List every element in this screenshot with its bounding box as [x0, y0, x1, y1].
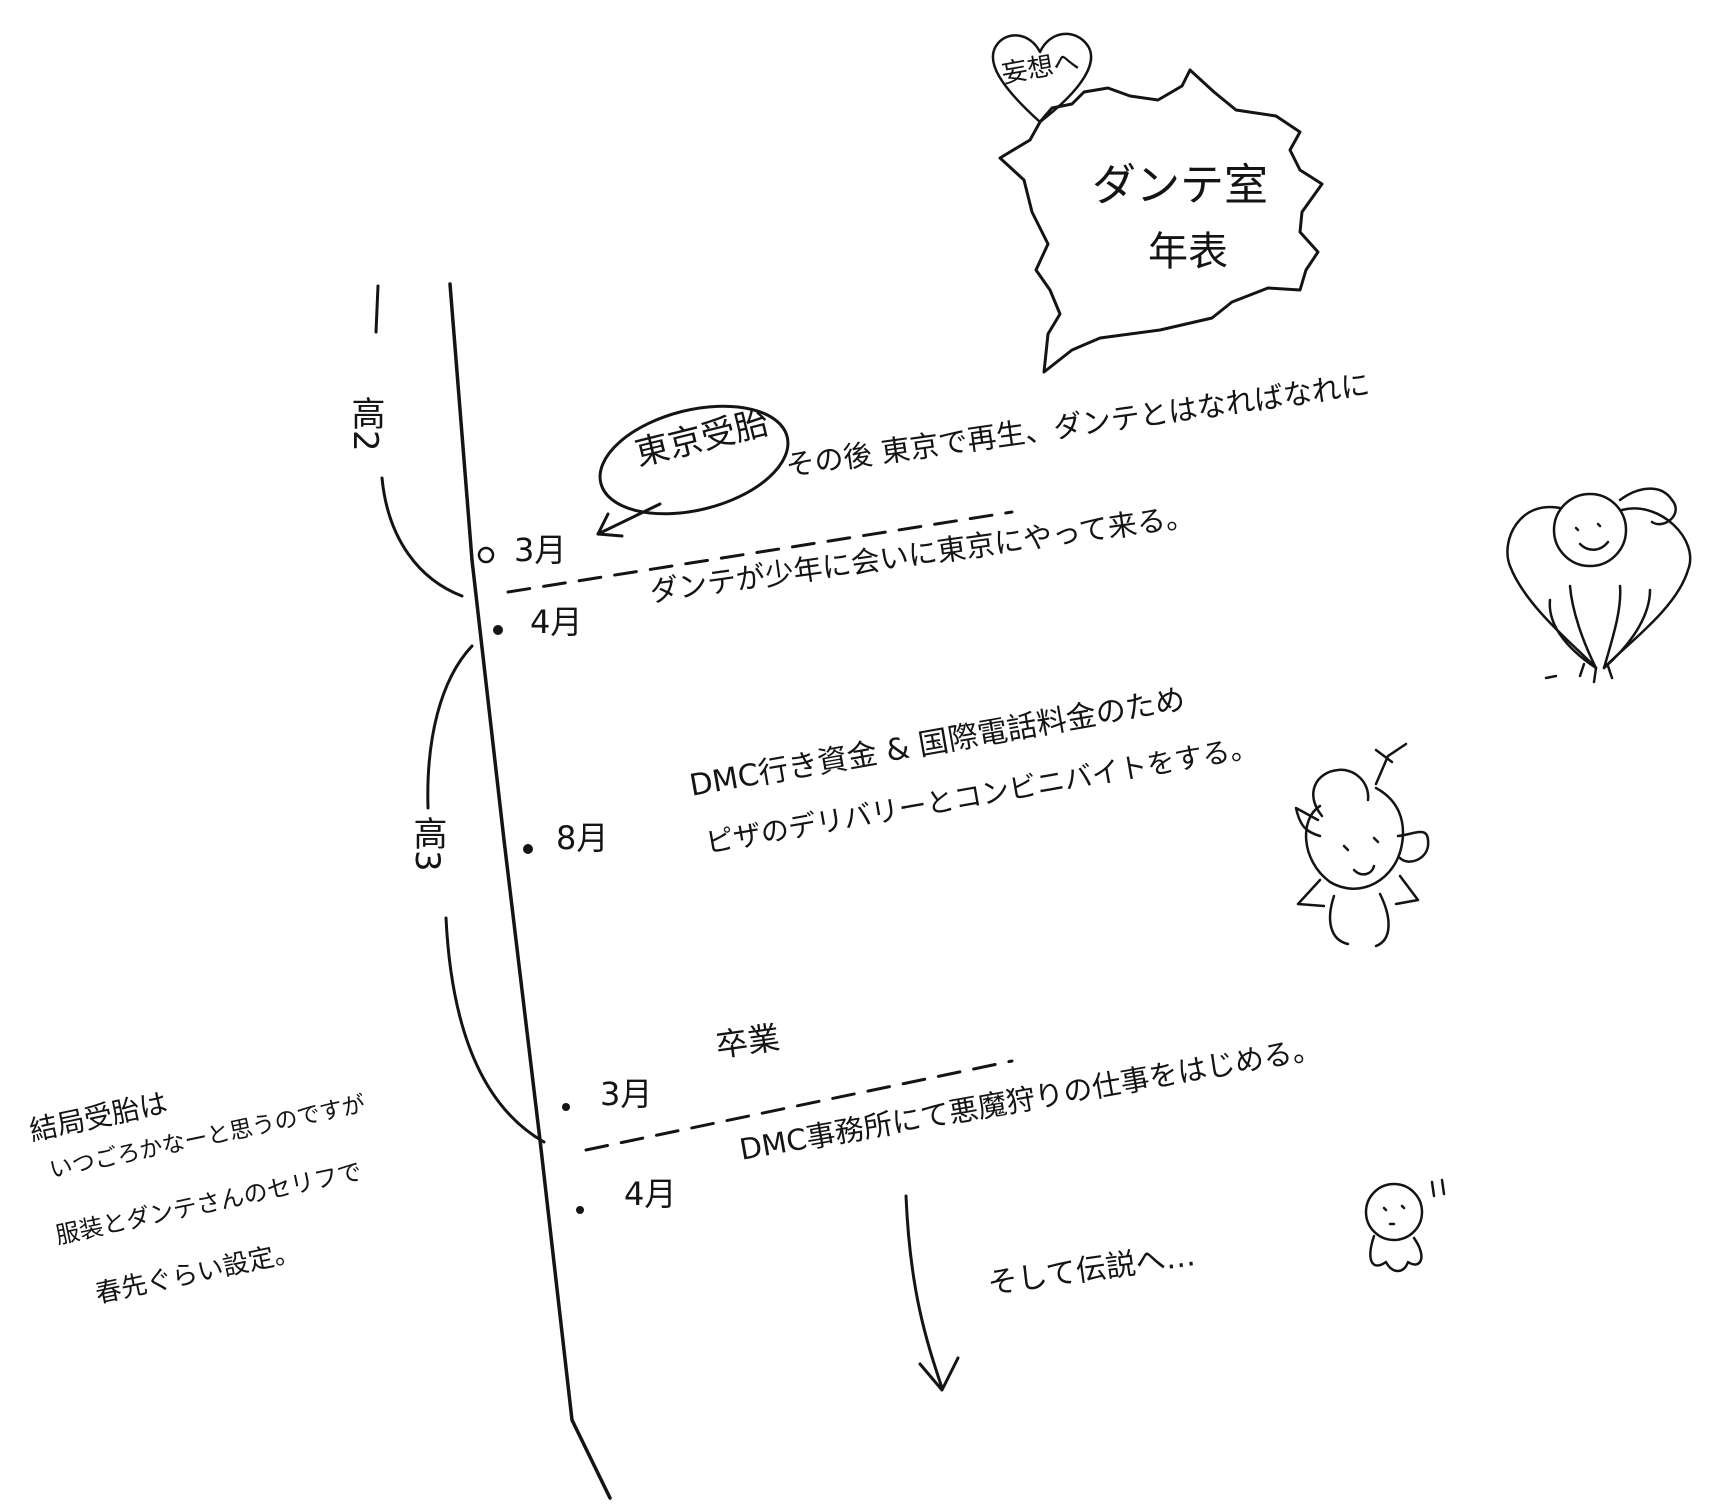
ghost-doodle-icon: [1364, 1178, 1446, 1273]
grade-3-bracket: [426, 644, 546, 1144]
heart-icon: [991, 32, 1093, 124]
jagged-speech-bubble-icon: [998, 68, 1324, 374]
month-label-april-2: 4月: [624, 1175, 677, 1213]
dot-march-2: [562, 1103, 570, 1111]
dot-august: [523, 844, 533, 854]
chibi-character-doodle-icon: [1294, 742, 1430, 948]
dot-march-1: [477, 546, 495, 564]
month-label-march-2: 3月: [600, 1075, 653, 1113]
separator-dashed-1: [506, 510, 1014, 594]
separator-dashed-2: [584, 1059, 1014, 1152]
callout-arrow: [596, 502, 662, 538]
month-label-march-1: 3月: [514, 531, 567, 569]
title-line-1: ダンテ室: [1092, 160, 1268, 211]
grade-2-label: 高2: [345, 396, 385, 452]
callout-ellipse: [598, 404, 790, 516]
month-label-april-1: 4月: [530, 603, 583, 641]
dot-april-1: [493, 625, 503, 635]
event-text-4: 卒業: [713, 1018, 783, 1065]
down-arrow-icon: [904, 1194, 960, 1392]
dot-april-2: [576, 1206, 584, 1214]
timeline-main-line: [448, 282, 612, 1500]
month-label-august: 8月: [556, 819, 609, 857]
grade-3-label: 高3: [407, 816, 447, 872]
bird-doodle-icon: [1506, 487, 1692, 684]
grade-2-bracket: [374, 284, 464, 598]
title-line-2: 年表: [1148, 229, 1228, 275]
